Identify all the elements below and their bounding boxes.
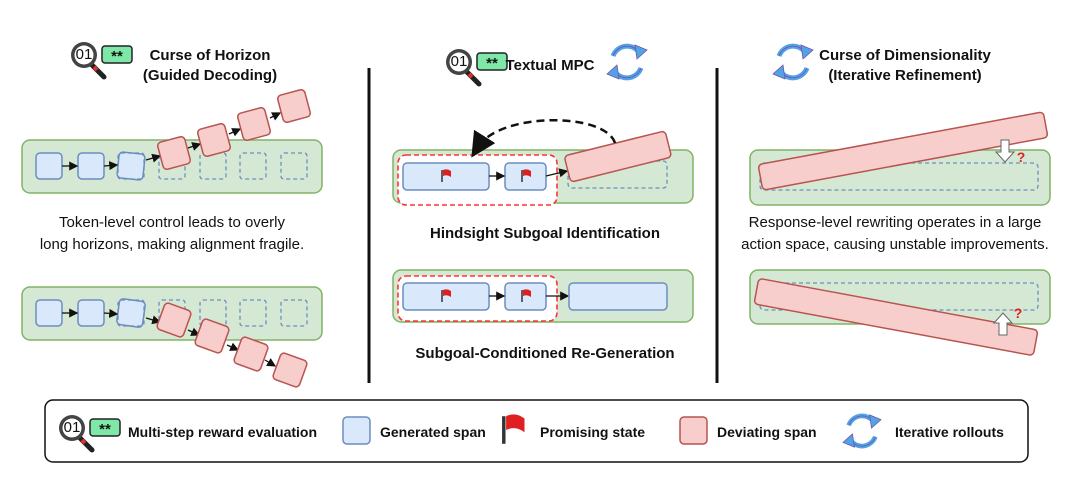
question-mark: ?	[1014, 305, 1023, 321]
down-arrow-icon	[994, 139, 1016, 163]
deviating-span	[272, 352, 308, 388]
generated-span	[504, 282, 547, 311]
up-arrow-icon	[992, 312, 1014, 336]
step2-label: Subgoal-Conditioned Re-Generation	[415, 345, 674, 362]
legend-label: Multi-step reward evaluation	[128, 424, 317, 440]
dimensionality-title-1: Curse of Dimensionality	[819, 47, 991, 64]
horizon-title-2: (Guided Decoding)	[143, 67, 277, 84]
reward-magnifier-icon: 01 **	[446, 49, 507, 84]
legend-label: Generated span	[380, 424, 486, 440]
generated-span	[77, 152, 105, 180]
generated-span-swatch	[342, 416, 371, 445]
generated-span	[35, 152, 63, 180]
legend-label: Deviating span	[717, 424, 817, 440]
svg-text:01: 01	[451, 53, 468, 70]
deviating-span	[277, 89, 311, 123]
legend-label: Iterative rollouts	[895, 424, 1004, 440]
horizon-caption-2: long horizons, making alignment fragile.	[40, 236, 304, 253]
reward-magnifier-icon: 01 **	[59, 415, 120, 450]
dimensionality-caption-1: Response-level rewriting operates in a l…	[749, 214, 1042, 231]
generated-span	[402, 282, 490, 311]
horizon-panel: 01 ** Curse of Horizon (Guided Decoding)…	[21, 42, 323, 388]
generated-span	[402, 162, 490, 191]
deviating-span	[753, 278, 1039, 356]
reward-magnifier-icon: 01 **	[71, 42, 132, 77]
deviating-span	[564, 130, 672, 183]
legend-label: Promising state	[540, 424, 645, 440]
cycle-arrows-icon	[773, 45, 813, 79]
generated-span	[116, 298, 146, 328]
backtrack-arrow	[471, 119, 617, 158]
svg-text:**: **	[486, 55, 498, 72]
deviating-span	[757, 111, 1049, 191]
cycle-arrows-icon	[607, 45, 647, 79]
svg-text:01: 01	[76, 46, 93, 63]
generated-span	[504, 162, 547, 191]
deviating-span	[197, 123, 231, 157]
deviating-span	[237, 107, 271, 141]
deviating-span-swatch	[679, 416, 708, 445]
generated-span	[116, 151, 146, 181]
deviating-span	[194, 318, 230, 354]
deviating-span	[157, 136, 191, 170]
horizon-title-1: Curse of Horizon	[150, 47, 271, 64]
generated-span	[35, 299, 63, 327]
svg-text:**: **	[99, 421, 111, 438]
legend: 01 ** Multi-step reward evaluation Gener…	[44, 399, 1029, 463]
svg-text:**: **	[111, 48, 123, 65]
dimensionality-title-2: (Iterative Refinement)	[828, 67, 981, 84]
dimensionality-panel: Curse of Dimensionality (Iterative Refin…	[741, 45, 1051, 356]
regenerated-span	[568, 282, 668, 311]
deviating-span	[156, 302, 192, 338]
deviating-span	[233, 336, 269, 372]
mpc-panel: 01 ** Textual MPC Hindsight Subgoal Iden…	[392, 45, 694, 362]
mpc-title: Textual MPC	[506, 57, 595, 74]
svg-text:01: 01	[64, 419, 81, 436]
step1-label: Hindsight Subgoal Identification	[430, 225, 660, 242]
dimensionality-caption-2: action space, causing unstable improveme…	[741, 236, 1049, 253]
question-mark: ?	[1017, 149, 1026, 165]
generated-span	[77, 299, 105, 327]
horizon-caption-1: Token-level control leads to overly	[59, 214, 285, 231]
